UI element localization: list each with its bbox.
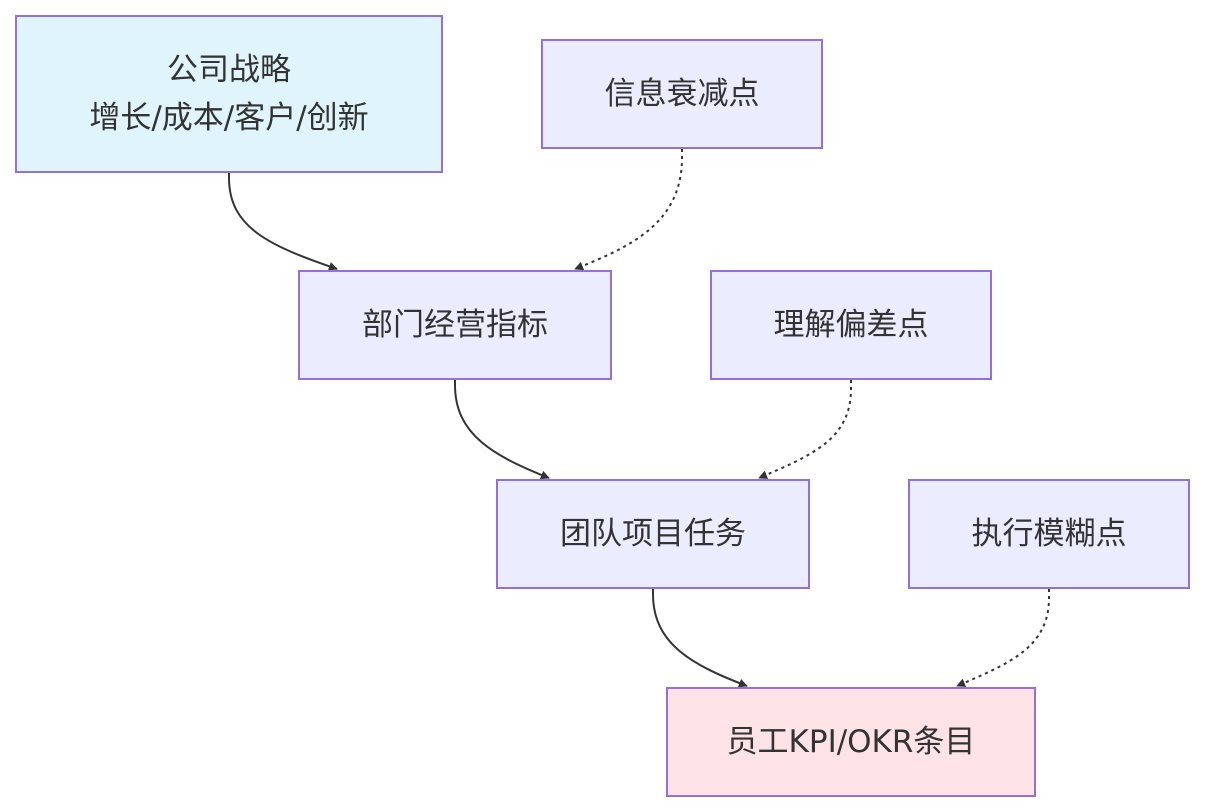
node-company-strategy-title: 公司战略	[167, 52, 291, 88]
node-team-tasks-label: 团队项目任务	[560, 516, 746, 552]
edge-strategy-to-dept	[228, 173, 338, 271]
node-execution-blur-label: 执行模糊点	[971, 516, 1127, 552]
node-department-metrics: 部门经营指标	[298, 270, 612, 380]
node-info-decay-label: 信息衰减点	[604, 76, 760, 112]
node-execution-blur: 执行模糊点	[908, 479, 1190, 589]
edge-team-to-employee	[652, 589, 748, 688]
node-misunderstanding-label: 理解偏差点	[773, 307, 929, 343]
node-info-decay: 信息衰减点	[541, 39, 823, 149]
node-employee-kpi-label: 员工KPI/OKR条目	[726, 724, 976, 760]
edge-misunderstand-to-team	[758, 380, 852, 479]
node-department-metrics-label: 部门经营指标	[362, 307, 548, 343]
edge-decay-to-dept	[574, 149, 683, 271]
node-company-strategy-subtitle: 增长/成本/客户/创新	[89, 100, 369, 136]
node-misunderstanding: 理解偏差点	[710, 270, 992, 380]
node-team-tasks: 团队项目任务	[496, 479, 810, 589]
edge-blur-to-employee	[956, 589, 1050, 687]
node-employee-kpi: 员工KPI/OKR条目	[666, 687, 1036, 797]
edge-dept-to-team	[454, 380, 550, 480]
node-company-strategy: 公司战略 增长/成本/客户/创新	[15, 15, 443, 173]
